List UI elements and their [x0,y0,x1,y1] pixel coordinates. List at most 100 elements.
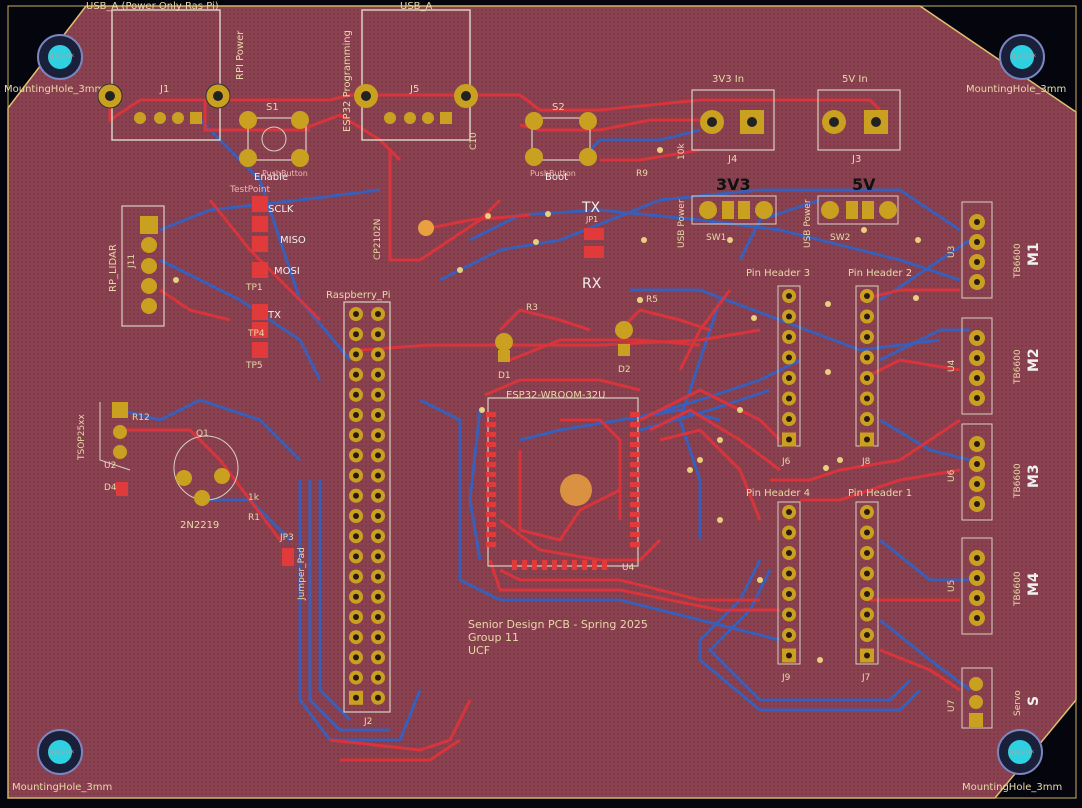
via [545,211,551,217]
esp32-pad [486,492,496,497]
usb-j5-side: ESP32 Programming [342,30,353,132]
motor-m2 [961,317,993,415]
rpi-pin-hole [353,331,359,338]
usb-j1 [97,9,231,141]
mh-ref-br: REF** [1008,749,1035,759]
header-pin-hole [786,354,792,361]
motor-pin-hole [974,375,980,381]
via [825,369,831,375]
esp32-pad [630,452,640,457]
header-pin-hole [864,354,870,361]
r10k: 10k [677,143,687,160]
header-pin-hole [864,591,870,597]
esp32-pad [630,472,640,477]
cp2102-chip [418,220,434,236]
pin-header-j7 [855,501,879,665]
esp32-pad [592,560,597,570]
transistor-q1 [173,435,239,506]
esp32-ref: U4 [622,563,635,573]
header-pin-hole [786,611,792,618]
motor-m3 [961,423,993,521]
via [861,227,867,233]
esp32-pad [630,412,640,417]
via [457,267,463,273]
j7-ref: J7 [861,673,870,683]
header-pin-hole [786,375,792,381]
m3-label: M3 [1026,464,1042,488]
rpi-pin-hole [375,452,381,459]
tp-sclk: SCLK [268,204,294,215]
lidar-label: RP_LIDAR [108,244,119,292]
mounting-hole-tl [37,34,83,80]
mh-ref-bl: REF** [48,749,75,759]
esp32-pad [486,452,496,457]
esp32-pad [486,522,496,527]
rpi-pin-hole [375,371,381,378]
header-pin-hole [786,395,792,402]
slide-switch-sw2 [817,195,899,225]
header-pin-hole [786,313,792,320]
mh-label-bl: MountingHole_3mm [12,782,112,793]
via [717,517,723,523]
uart-rx: RX [582,276,602,292]
cp2102-label: CP2102N [373,219,383,260]
pin-header-j9 [777,501,801,665]
rpi-pin-hole [353,614,359,620]
esp32-pad [630,492,640,497]
power-j3-5v [817,89,901,151]
esp32-pad [486,422,496,427]
motor-pin-hole [974,461,980,467]
rpi-pin-hole [375,311,381,317]
rpi-pin-hole [353,452,359,459]
esp32-label: ESP32-WROOM-32U [506,390,605,401]
esp32-pad [630,442,640,447]
header-pin-hole [864,611,870,618]
esp32-pad [486,532,496,537]
s2-sub: PushButton [530,169,576,178]
pushbutton-s2 [525,112,597,166]
motor-pin-hole [974,395,980,401]
via [913,295,919,301]
esp32-pad [582,560,587,570]
header-pin-hole [786,293,792,299]
rpi-pin-hole [375,412,381,418]
esp32-pad [630,512,640,517]
via [687,467,693,473]
s1-label: Enable [254,172,288,183]
usb-j1-title: USB_A (Power Only Ras Pi) [86,1,219,12]
esp32-pads [486,412,640,570]
via [641,237,647,243]
esp32-pad [630,462,640,467]
c10-ref: C10 [469,132,479,150]
jp1-ref: JP1 [585,215,598,224]
board-subtitle-group: Group 11 [468,631,519,644]
via [697,457,703,463]
label-5v: 5V [852,175,876,194]
jp3-ref: JP3 [279,533,294,543]
rpi-pin-hole [375,391,381,398]
power-3v3-in: 3V3 In [712,74,744,85]
header-pins [782,289,874,663]
tp-mosi: MOSI [274,266,300,277]
rpi-label: Raspberry_Pi [326,290,390,301]
esp32-pad [486,502,496,507]
rpi-header [343,301,391,713]
via [823,465,829,471]
rpi-pin-hole [375,432,381,439]
motor-pin-hole [974,335,980,341]
sw1-ref: SW1 [706,233,726,243]
board-subtitle-ucf: UCF [468,644,490,657]
header-pin-hole [786,570,792,577]
usb-j1-ref: J1 [159,84,169,95]
rpi-pin-hole [375,492,381,499]
header-pin-hole [786,529,792,536]
esp32-pad [602,560,607,570]
m1-ref: U3 [947,246,957,258]
rpi-pin-hole [375,593,381,600]
rpi-pin-hole [353,533,359,540]
motor-pin-hole [974,441,980,447]
esp32-pad [532,560,537,570]
esp32-pad [552,560,557,570]
header-4-label: Pin Header 4 [746,488,810,499]
